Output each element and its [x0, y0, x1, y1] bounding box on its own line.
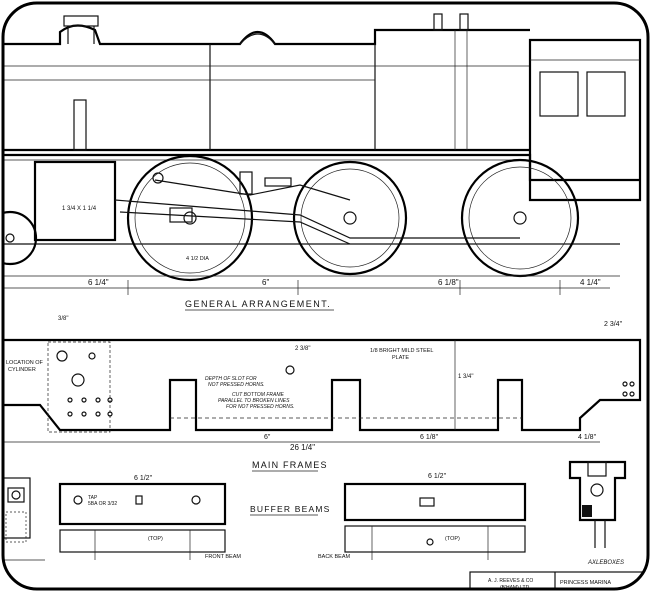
- dim-label: 6 1/2": [428, 473, 447, 480]
- driving-wheel-2: [292, 160, 408, 276]
- dim-label: 2 3/4": [604, 321, 623, 328]
- dim-label: 4 1/4": [580, 278, 601, 287]
- locomotive-side-elevation: 1 3/4 X 1 1/4: [3, 13, 642, 311]
- buffer-beams-title: BUFFER BEAMS: [250, 504, 331, 514]
- cylinder-location: [47, 341, 111, 433]
- top-label: (TOP): [445, 536, 460, 542]
- axleboxes-title: AXLEBOXES: [587, 560, 624, 566]
- firm-name: A. J. REEVES & CO: [488, 578, 533, 584]
- dim-label: 6 1/8": [438, 278, 459, 287]
- back-beam-label: BACK BEAM: [318, 554, 351, 560]
- locomotive-name: PRINCESS MARINA: [560, 580, 611, 586]
- overall-length-dim: 26 1/4": [290, 443, 315, 452]
- front-beam-elevation: [58, 482, 227, 526]
- dim-label: 6 1/8": [420, 434, 439, 441]
- cab-window: [539, 71, 579, 117]
- general-arrangement-title: GENERAL ARRANGEMENT.: [185, 299, 331, 309]
- back-beam-plan: [344, 525, 526, 553]
- cab-window: [586, 71, 626, 117]
- safety-valve: [459, 13, 469, 31]
- axleboxes-drawing: AXLEBOXES: [568, 460, 627, 566]
- crosshead: [169, 207, 193, 223]
- dim-label: 2 3/8": [295, 346, 310, 352]
- dim-label: 6 1/2": [134, 475, 153, 482]
- cylinder: [33, 160, 117, 242]
- dim-label: 3/8": [58, 316, 68, 322]
- dim-label: 6 1/4": [88, 278, 109, 287]
- front-beam-label: FRONT BEAM: [205, 554, 241, 560]
- front-beam-plan: [59, 529, 226, 553]
- driving-wheel-1: [126, 154, 254, 282]
- dim-label: 1 3/4": [458, 374, 473, 380]
- safety-valve: [433, 13, 443, 31]
- leading-wheel: [3, 210, 38, 266]
- main-frames-title: MAIN FRAMES: [252, 460, 328, 470]
- wheel-dia-note: 4 1/2 DIA: [186, 256, 209, 262]
- back-beam-elevation: [343, 482, 527, 522]
- dim-label: 6": [262, 278, 269, 287]
- firm-place: (B'HAM) LTD.: [500, 585, 531, 591]
- dim-label: 4 1/8": [578, 434, 597, 441]
- dim-label: 6": [264, 434, 271, 441]
- cylinder-note: 1 3/4 X 1 1/4: [62, 206, 97, 212]
- left-detail-drawing: [3, 477, 45, 561]
- top-label: (TOP): [148, 536, 163, 542]
- chimney: [63, 15, 99, 27]
